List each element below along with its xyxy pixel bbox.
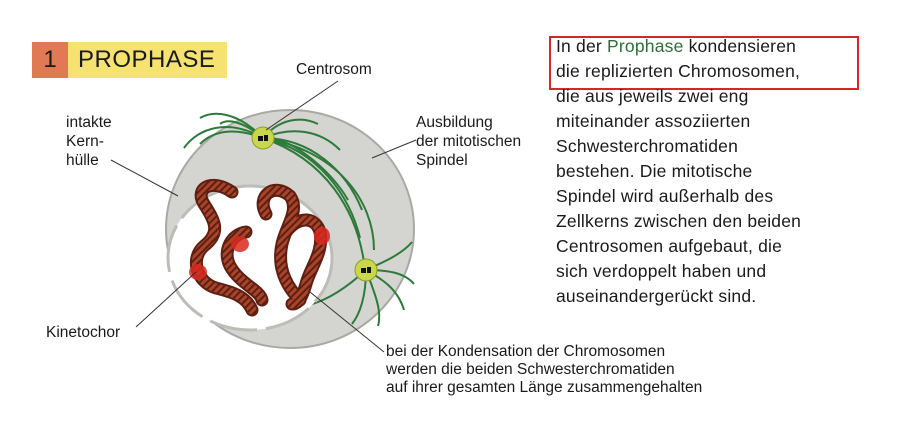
description-line: Zellkerns zwischen den beiden	[556, 211, 802, 231]
kinetochores	[189, 227, 330, 280]
caption: bei der Kondensation der Chromosomen wer…	[386, 343, 703, 396]
description-line: miteinander assoziierten	[556, 111, 751, 131]
description-line: die replizierten Chromosomen,	[556, 61, 801, 81]
section-number: 1	[32, 42, 68, 78]
chromosome-icon	[258, 185, 305, 305]
label-centrosom: Centrosom	[296, 61, 372, 78]
prophase-diagram	[110, 80, 417, 353]
label-spindel: Ausbildung der mitotischen Spindel	[416, 114, 522, 169]
chromosome-icon	[281, 215, 326, 309]
description-text: In der Prophase kondensieren die replizi…	[556, 34, 801, 309]
section-title: PROPHASE	[68, 42, 228, 78]
description-line: sich verdoppelt haben und	[556, 261, 767, 281]
chromosome-icon	[222, 227, 267, 305]
description-line: auseinandergerückt sind.	[556, 286, 757, 306]
chromosome-icon	[191, 180, 257, 315]
description-line: Centrosomen aufgebaut, die	[556, 236, 783, 256]
description-line: In der Prophase kondensieren	[556, 36, 797, 56]
description-line: Schwesterchromatiden	[556, 136, 738, 156]
centrosome-icon	[251, 126, 275, 150]
label-kernhuelle: intakte Kern- hülle	[66, 114, 112, 169]
label-kinetochor: Kinetochor	[46, 324, 121, 341]
description-line: die aus jeweils zwei eng	[556, 86, 749, 106]
prophase-term: Prophase	[607, 36, 684, 56]
chromosomes	[189, 178, 330, 317]
description-line: Spindel wird außerhalb des	[556, 186, 774, 206]
centrosome-icon	[354, 258, 378, 282]
leader-lines	[110, 80, 417, 353]
description-line: bestehen. Die mitotische	[556, 161, 753, 181]
highlight-box	[549, 36, 859, 90]
section-header: 1 PROPHASE	[32, 42, 228, 78]
